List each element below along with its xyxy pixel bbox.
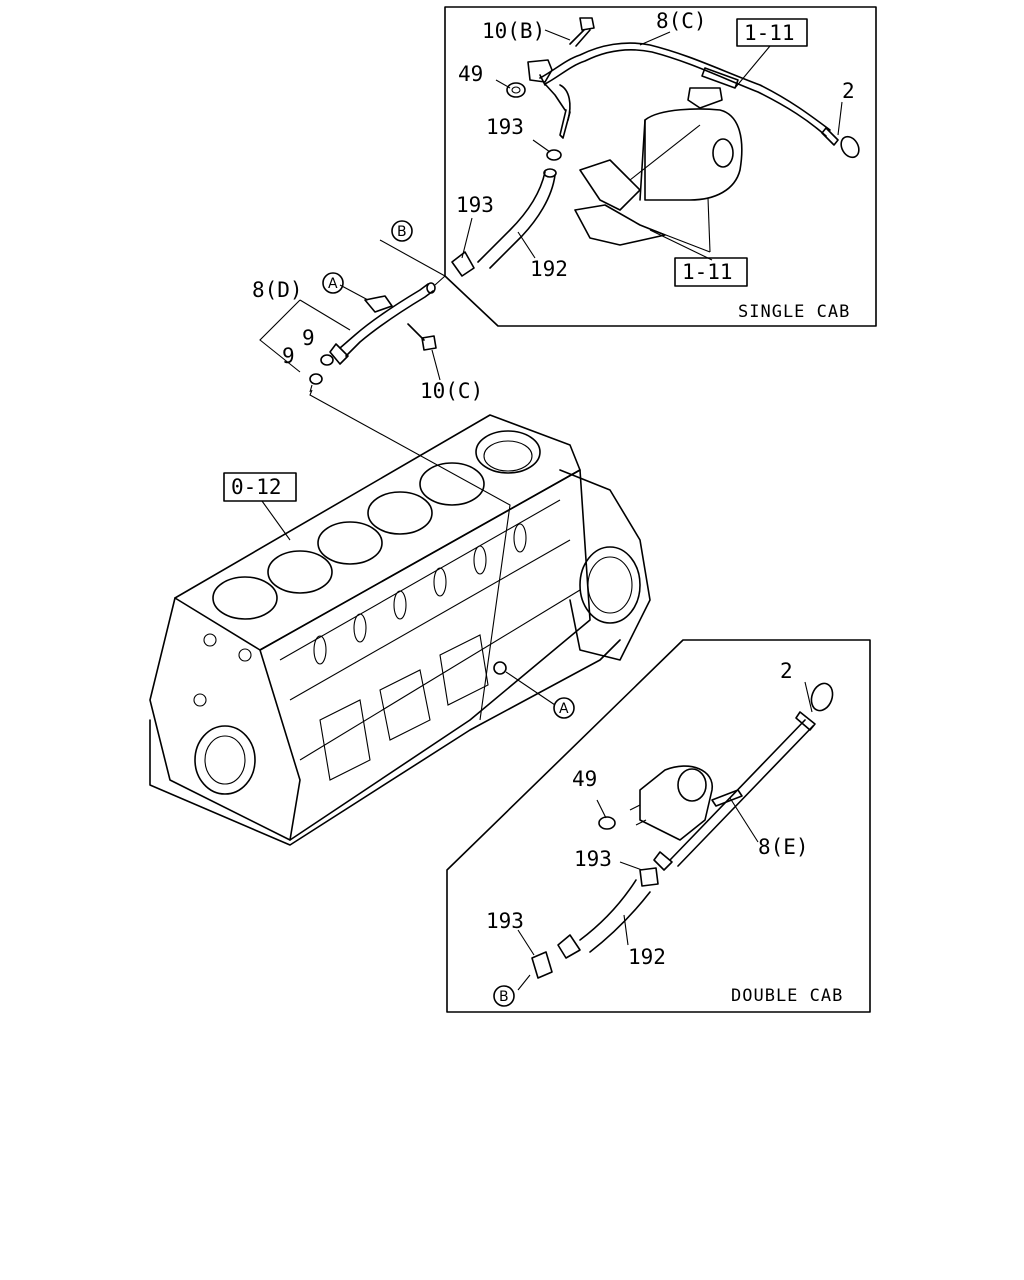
label-192-top: 192 [530, 257, 568, 281]
callout-a-top: A [328, 276, 338, 292]
label-193-bottom1: 193 [574, 847, 612, 871]
callout-circle-b-top [391, 220, 413, 242]
callout-circle-a-top [322, 272, 344, 294]
label-10b: 10(B) [482, 19, 545, 43]
label-8c: 8(C) [656, 9, 707, 33]
label-single-cab: SINGLE CAB [738, 302, 850, 322]
callout-circle-a-block [553, 697, 575, 719]
label-ref-0-12: 0-12 [231, 475, 282, 499]
label-ref-1-11-bottom: 1-11 [682, 260, 733, 284]
label-10c: 10(C) [420, 379, 483, 403]
label-193-top1: 193 [486, 115, 524, 139]
engine-block [149, 414, 651, 846]
label-8e: 8(E) [758, 835, 809, 859]
label-193-bottom2: 193 [486, 909, 524, 933]
label-49-top: 49 [458, 62, 483, 86]
label-ref-1-11-top: 1-11 [744, 21, 795, 45]
label-2-bottom: 2 [780, 659, 793, 683]
dipstick-guide-8d [259, 275, 511, 721]
callout-circle-b-bottom [493, 985, 515, 1007]
double-cab-inset [446, 639, 871, 1013]
label-9a: 9 [302, 326, 315, 350]
leader-lines [461, 29, 843, 956]
label-9b: 9 [282, 344, 295, 368]
label-2-top: 2 [842, 79, 855, 103]
label-49-bottom: 49 [572, 767, 597, 791]
label-192-bottom: 192 [628, 945, 666, 969]
label-193-top2: 193 [456, 193, 494, 217]
callout-a-block: A [559, 701, 569, 717]
callout-b-top: B [397, 224, 407, 240]
single-cab-inset [379, 6, 877, 327]
callout-b-bottom: B [499, 989, 509, 1005]
label-double-cab: DOUBLE CAB [731, 986, 843, 1006]
ref-box-1-11-bottom [674, 257, 748, 287]
label-8d: 8(D) [252, 278, 303, 302]
ref-box-1-11-top [736, 18, 808, 47]
